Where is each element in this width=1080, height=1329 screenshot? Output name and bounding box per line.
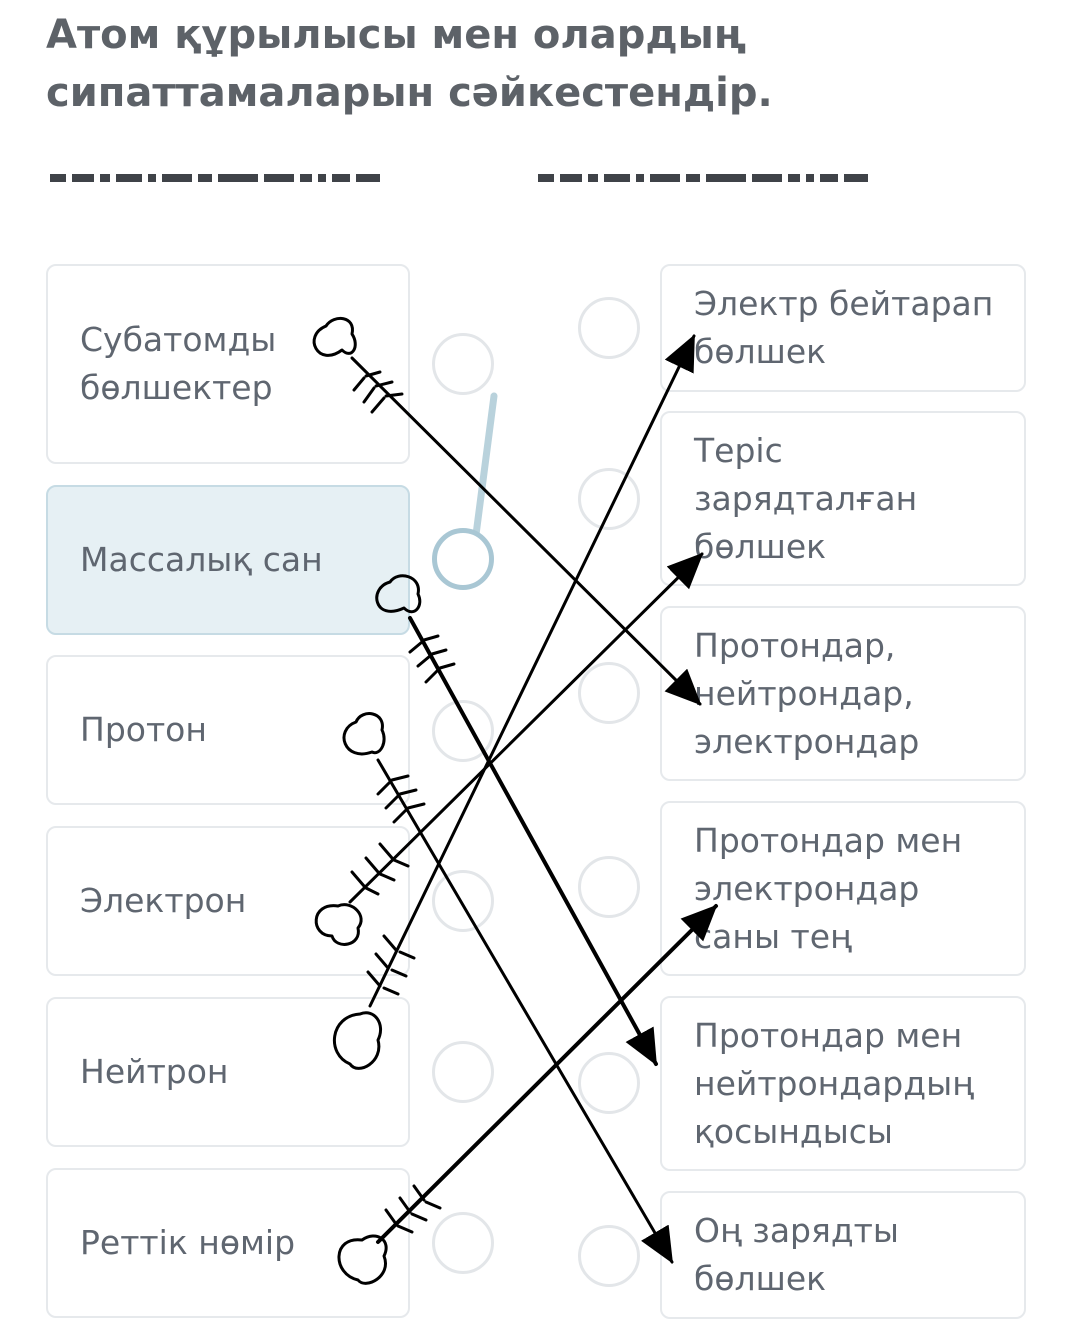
right-item-label: Электр бейтарап бөлшек	[694, 284, 994, 371]
left-radio-6[interactable]	[432, 1212, 494, 1274]
separator-right	[538, 172, 868, 184]
right-item-label: Протондар, нейтрондар, электрондар	[694, 625, 920, 761]
right-radio-6[interactable]	[578, 1225, 640, 1287]
left-item-label: Электрон	[80, 881, 247, 920]
right-item-label: Протондар мен электрондар саны тең	[694, 820, 963, 956]
left-item-label: Субатомды бөлшектер	[80, 320, 277, 407]
left-radio-5[interactable]	[432, 1041, 494, 1103]
right-item-label: Протондар мен нейтрондардың қосындысы	[694, 1015, 974, 1151]
right-item-neutral-particle[interactable]: Электр бейтарап бөлшек	[660, 264, 1026, 392]
right-radio-4[interactable]	[578, 856, 640, 918]
left-item-label: Реттік нөмір	[80, 1223, 296, 1262]
right-item-protons-neutrons-electrons[interactable]: Протондар, нейтрондар, электрондар	[660, 606, 1026, 781]
left-item-mass-number[interactable]: Массалық сан	[46, 485, 410, 635]
right-radio-3[interactable]	[578, 662, 640, 724]
right-item-label: Теріс зарядталған бөлшек	[694, 430, 918, 566]
heart-tailed-arrow-icon	[375, 574, 658, 1066]
right-item-label: Оң зарядты бөлшек	[694, 1211, 899, 1298]
left-radio-3[interactable]	[432, 700, 494, 762]
right-radio-1[interactable]	[578, 297, 640, 359]
right-item-equal-protons-electrons[interactable]: Протондар мен электрондар саны тең	[660, 801, 1026, 976]
left-item-atomic-number[interactable]: Реттік нөмір	[46, 1168, 410, 1318]
left-item-label: Нейтрон	[80, 1052, 229, 1091]
right-item-negative-particle[interactable]: Теріс зарядталған бөлшек	[660, 411, 1026, 586]
left-item-proton[interactable]: Протон	[46, 655, 410, 805]
right-radio-2[interactable]	[578, 468, 640, 530]
left-item-neutron[interactable]: Нейтрон	[46, 997, 410, 1147]
left-item-label: Массалық сан	[80, 540, 323, 579]
left-radio-4[interactable]	[432, 870, 494, 932]
separator-left	[50, 172, 380, 184]
left-item-electron[interactable]: Электрон	[46, 826, 410, 976]
left-radio-1[interactable]	[432, 333, 494, 395]
left-item-subatomic-particles[interactable]: Субатомды бөлшектер	[46, 264, 410, 464]
right-item-positive-particle[interactable]: Оң зарядты бөлшек	[660, 1191, 1026, 1319]
right-item-protons-plus-neutrons[interactable]: Протондар мен нейтрондардың қосындысы	[660, 996, 1026, 1171]
question-title: Атом құрылысы мен олардың сипаттамаларын…	[46, 12, 773, 116]
left-radio-2[interactable]	[432, 528, 494, 590]
left-item-label: Протон	[80, 710, 207, 749]
right-radio-5[interactable]	[578, 1052, 640, 1114]
